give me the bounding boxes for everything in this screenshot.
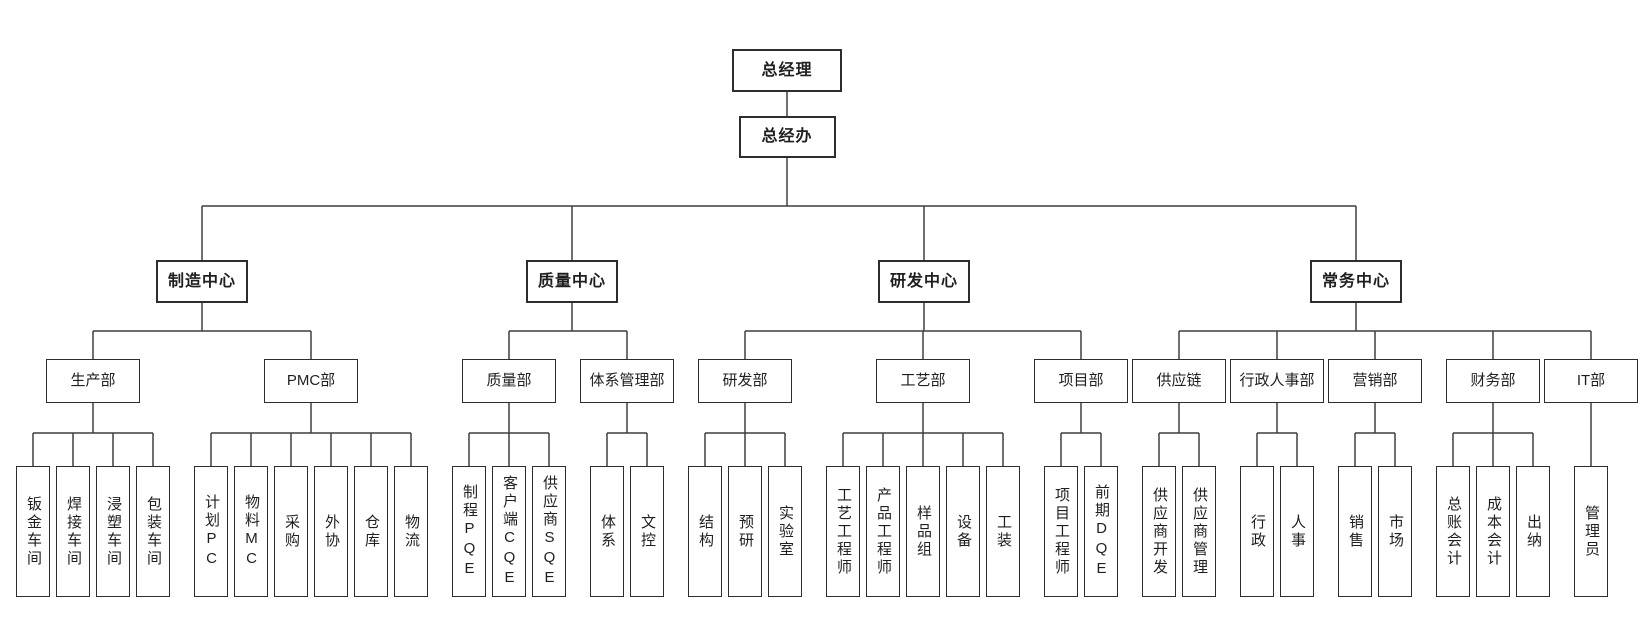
unit-node: 计划PC [194,466,228,597]
unit-node: 浸塑车间 [96,466,130,597]
department-node: 行政人事部 [1230,359,1324,403]
unit-node: 样品组 [906,466,940,597]
center-node: 常务中心 [1310,260,1402,303]
unit-node: 销售 [1338,466,1372,597]
unit-node: 产品工程师 [866,466,900,597]
unit-node: 外协 [314,466,348,597]
department-node: 生产部 [46,359,140,403]
unit-node: 物流 [394,466,428,597]
unit-node: 项目工程师 [1044,466,1078,597]
unit-node: 结构 [688,466,722,597]
unit-node: 行政 [1240,466,1274,597]
unit-node: 供应商管理 [1182,466,1216,597]
unit-node: 制程PQE [452,466,486,597]
unit-node: 采购 [274,466,308,597]
center-node: 研发中心 [878,260,970,303]
unit-node: 物料MC [234,466,268,597]
center-node: 制造中心 [156,260,248,303]
unit-node: 管理员 [1574,466,1608,597]
unit-node: 人事 [1280,466,1314,597]
unit-node: 成本会计 [1476,466,1510,597]
unit-node: 焊接车间 [56,466,90,597]
department-node: 项目部 [1034,359,1128,403]
department-node: PMC部 [264,359,358,403]
root-node: 总经理 [732,49,842,92]
unit-node: 供应商SQE [532,466,566,597]
department-node: 工艺部 [876,359,970,403]
unit-node: 总账会计 [1436,466,1470,597]
unit-node: 钣金车间 [16,466,50,597]
unit-node: 实验室 [768,466,802,597]
unit-node: 工艺工程师 [826,466,860,597]
unit-node: 体系 [590,466,624,597]
department-node: 质量部 [462,359,556,403]
unit-node: 前期DQE [1084,466,1118,597]
unit-node: 设备 [946,466,980,597]
department-node: 研发部 [698,359,792,403]
department-node: 供应链 [1132,359,1226,403]
unit-node: 工装 [986,466,1020,597]
unit-node: 出纳 [1516,466,1550,597]
unit-node: 仓库 [354,466,388,597]
unit-node: 供应商开发 [1142,466,1176,597]
department-node: 财务部 [1446,359,1540,403]
unit-node: 文控 [630,466,664,597]
unit-node: 市场 [1378,466,1412,597]
office-node: 总经办 [738,116,836,158]
unit-node: 包装车间 [136,466,170,597]
department-node: 体系管理部 [580,359,674,403]
unit-node: 预研 [728,466,762,597]
center-node: 质量中心 [526,260,618,303]
department-node: 营销部 [1328,359,1422,403]
department-node: IT部 [1544,359,1638,403]
unit-node: 客户端CQE [492,466,526,597]
